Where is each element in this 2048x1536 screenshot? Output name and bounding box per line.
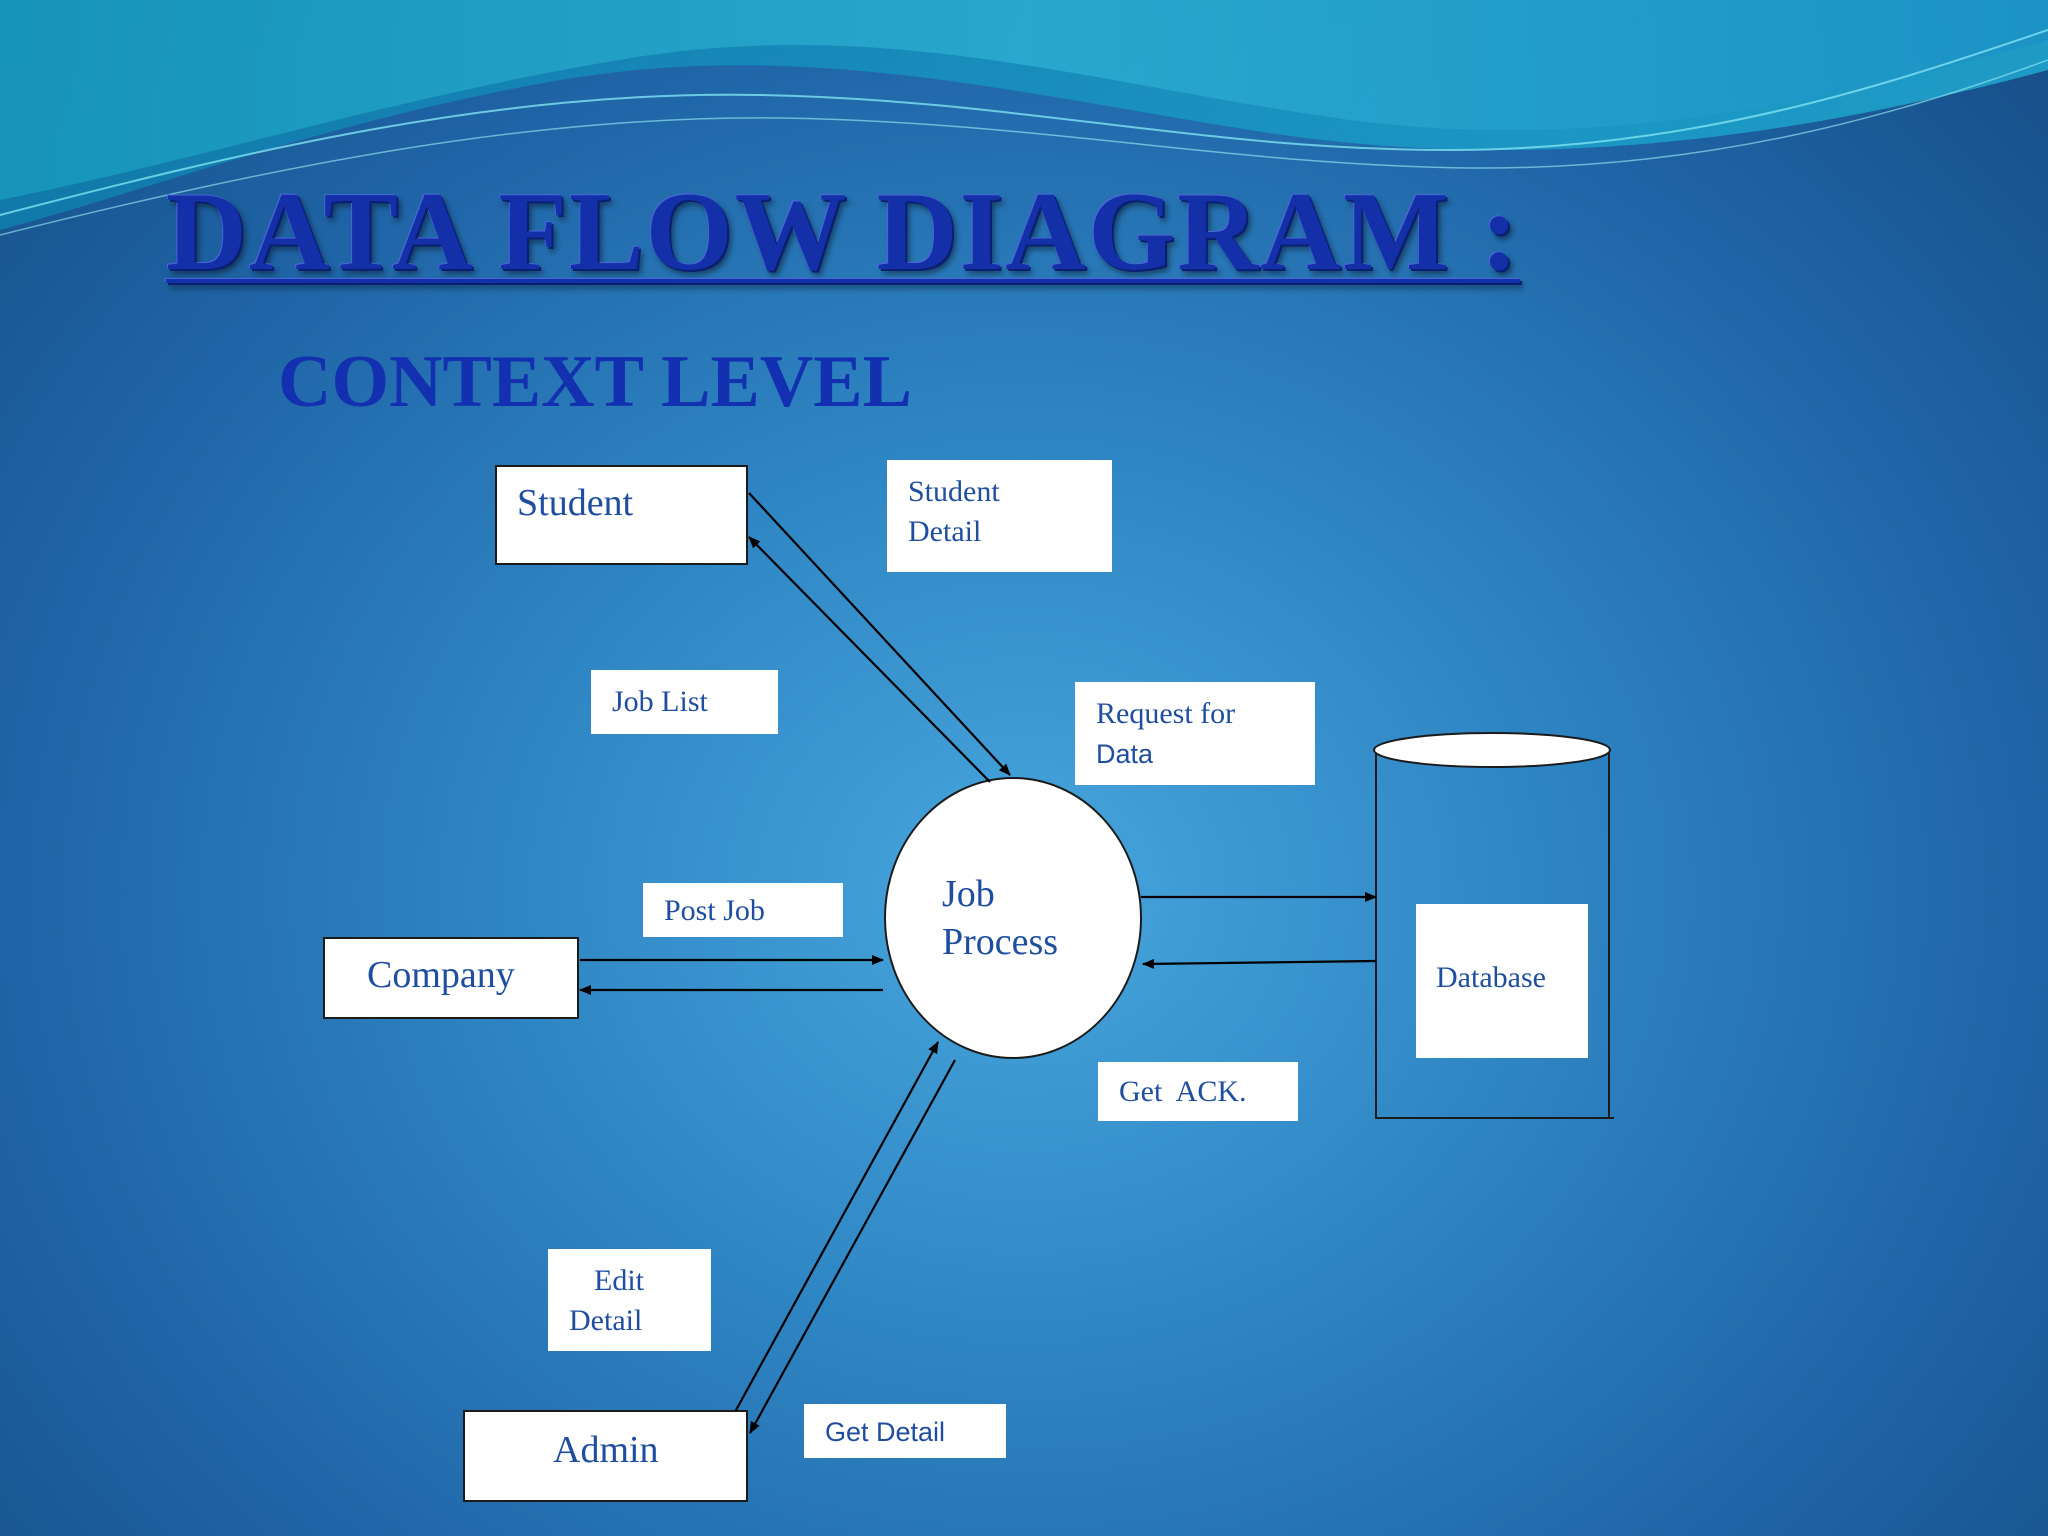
flow-label-request-for-data: Request for Data: [1075, 682, 1315, 785]
flow-label-get-ack: Get ACK.: [1098, 1062, 1298, 1121]
entity-company: Company: [323, 937, 579, 1019]
slide-title: DATA FLOW DIAGRAM :: [166, 170, 1520, 294]
flow-admin-to-process: [734, 1041, 939, 1413]
process-label-line2: Process: [942, 921, 1059, 963]
flow-label-edit-detail-line1: Edit: [594, 1264, 644, 1297]
entity-admin: Admin: [463, 1410, 748, 1502]
flow-label-post-job-text: Post Job: [664, 894, 765, 927]
flow-label-student-detail-line2: Detail: [908, 515, 982, 548]
flow-label-get-detail-text: Get Detail: [825, 1417, 946, 1447]
datastore-cylinder-top: [1373, 732, 1611, 768]
flow-label-get-ack-text: Get ACK.: [1119, 1075, 1247, 1108]
entity-company-label: Company: [367, 954, 515, 996]
flow-label-request-for-data-line1: Request for: [1096, 697, 1236, 730]
flow-label-edit-detail-line2: Detail: [569, 1304, 643, 1337]
process-label: Job Process: [942, 870, 1142, 966]
flow-process-to-student: [748, 536, 991, 783]
flow-label-request-for-data-line2: Data: [1096, 739, 1154, 769]
flow-label-job-list: Job List: [591, 670, 778, 734]
flow-label-edit-detail: Edit Detail: [548, 1249, 711, 1351]
flow-label-get-detail: Get Detail: [804, 1404, 1006, 1458]
datastore-label-box: Database: [1416, 904, 1588, 1058]
entity-student: Student: [495, 465, 748, 565]
flow-database-to-process: [1142, 958, 1377, 969]
process-circle: [884, 777, 1142, 1059]
flow-label-student-detail-line1: Student: [908, 475, 1000, 508]
flow-label-student-detail: Student Detail: [887, 460, 1112, 572]
flow-label-post-job: Post Job: [643, 883, 843, 937]
entity-student-label: Student: [517, 482, 634, 524]
header-waves: [0, 0, 2048, 236]
datastore-label: Database: [1436, 961, 1546, 994]
flow-label-job-list-text: Job List: [612, 685, 708, 718]
slide-subtitle: CONTEXT LEVEL: [278, 341, 912, 423]
process-label-line1: Job: [942, 873, 995, 915]
flow-process-to-admin: [749, 1059, 956, 1434]
entity-admin-label: Admin: [553, 1429, 659, 1471]
flow-student-to-process: [748, 492, 1011, 776]
datastore-cylinder-body: [1375, 750, 1614, 1119]
